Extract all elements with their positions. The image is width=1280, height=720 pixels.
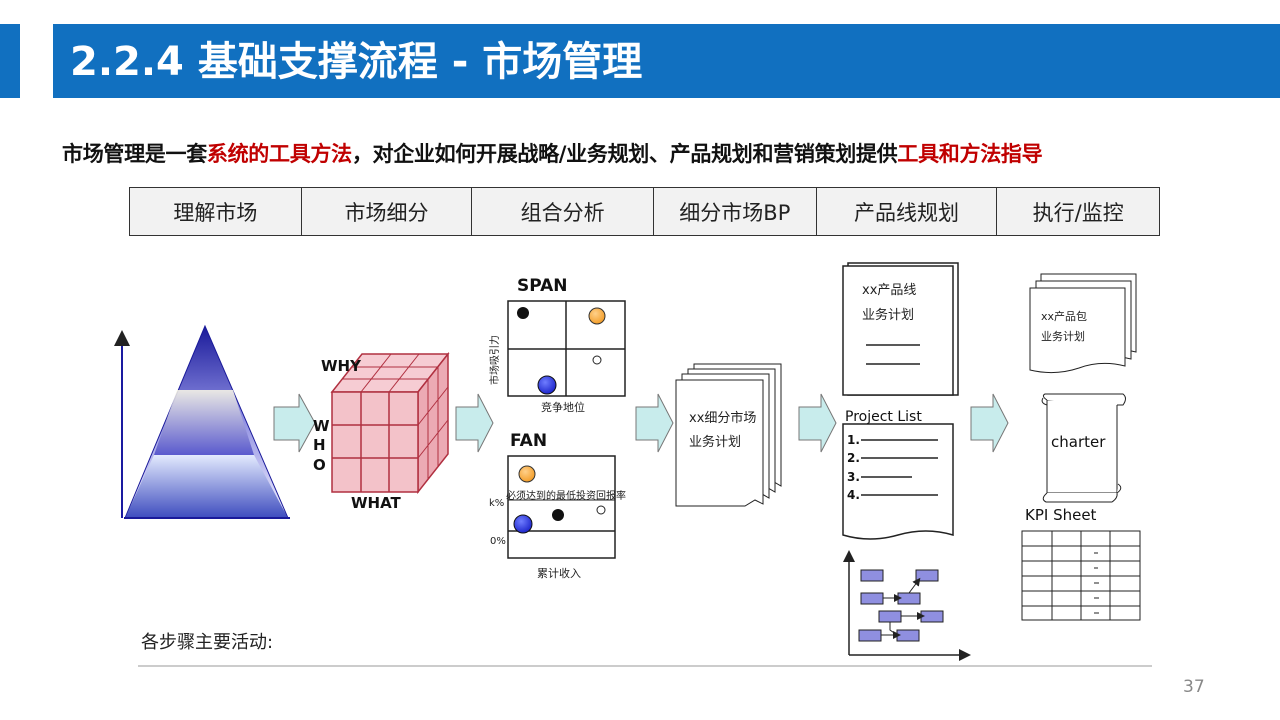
product-line-doc-line1: xx产品线 <box>862 283 916 298</box>
project-list-item-4: 4. <box>847 488 860 502</box>
span-dot-white <box>592 355 602 365</box>
charter-scroll: charter <box>1041 393 1126 503</box>
fan-chart: FAN 必须达到的最低投资回报率 k% 0% 累计收入 <box>489 431 626 580</box>
span-dot-blue <box>537 375 557 395</box>
fan-dot-blue <box>513 514 533 534</box>
fan-annotation: 必须达到的最低投资回报率 <box>506 489 626 502</box>
product-line-doc-line2: 业务计划 <box>862 307 914 323</box>
product-package-docs: xx产品包 业务计划 <box>1029 273 1137 374</box>
subtitle: 市场管理是一套系统的工具方法，对企业如何开展战略/业务规划、产品规划和营销策划提… <box>62 141 1043 167</box>
kpi-sheet: KPI Sheet <box>1021 506 1141 621</box>
title-bar <box>53 24 1280 98</box>
cube-bottom-label: WHAT <box>351 494 402 512</box>
bp-doc-line1: xx细分市场 <box>689 410 756 426</box>
span-chart: SPAN 市场吸引力 竞争地位 <box>488 276 626 414</box>
span-y-label: 市场吸引力 <box>488 335 501 385</box>
subtitle-highlight2: 工具和方法指导 <box>897 142 1043 166</box>
fan-title: FAN <box>510 431 547 451</box>
step-header-row: 理解市场 市场细分 组合分析 细分市场BP 产品线规划 执行/监控 <box>129 187 1160 236</box>
fan-y-zero: 0% <box>490 536 506 547</box>
title-accent <box>0 24 20 98</box>
market-pyramid <box>114 324 290 519</box>
project-list-title: Project List <box>845 409 922 425</box>
fan-dot-white <box>596 505 606 515</box>
span-dot-black <box>517 307 529 319</box>
product-line-doc: xx产品线 业务计划 <box>842 262 959 396</box>
span-title: SPAN <box>517 276 568 296</box>
cube-letter-h: H <box>313 436 326 454</box>
fan-x-label: 累计收入 <box>537 566 581 580</box>
bp-doc-line2: 业务计划 <box>689 434 741 450</box>
gantt-chart <box>843 550 971 661</box>
page-number: 37 <box>1183 677 1205 697</box>
page-title: 2.2.4 基础支撑流程 - 市场管理 <box>70 39 643 85</box>
project-list-doc: Project List 1. 2. 3. 4. <box>842 409 954 540</box>
segmentation-cube: WHY W H O WHAT <box>313 351 450 512</box>
project-list-item-1: 1. <box>847 433 860 447</box>
kpi-label: KPI Sheet <box>1025 506 1097 524</box>
step-segment-bp: 细分市场BP <box>654 188 817 235</box>
cube-top-label: WHY <box>321 357 362 375</box>
cube-letter-o: O <box>313 456 326 474</box>
step-portfolio-analysis: 组合分析 <box>472 188 654 235</box>
project-list-item-2: 2. <box>847 451 860 465</box>
step-market-segmentation: 市场细分 <box>302 188 473 235</box>
subtitle-part2: ，对企业如何开展战略/业务规划、产品规划和营销策划提供 <box>351 142 898 166</box>
flow-arrows <box>273 393 1009 453</box>
project-list-item-3: 3. <box>847 470 860 484</box>
fan-dot-black <box>552 509 564 521</box>
subtitle-part1: 市场管理是一套 <box>62 142 207 166</box>
step-product-line-planning: 产品线规划 <box>817 188 998 235</box>
subtitle-highlight1: 系统的工具方法 <box>206 142 352 166</box>
package-doc-line2: 业务计划 <box>1041 330 1085 343</box>
step-understand-market: 理解市场 <box>130 188 302 235</box>
activities-label: 各步骤主要活动: <box>141 632 273 653</box>
package-doc-line1: xx产品包 <box>1041 309 1087 323</box>
span-dot-orange <box>588 307 606 325</box>
step-execute-monitor: 执行/监控 <box>1032 200 1124 225</box>
segment-bp-docs: xx细分市场 业务计划 <box>675 363 782 507</box>
cube-letter-w: W <box>313 417 330 435</box>
span-x-label: 竞争地位 <box>541 400 585 414</box>
fan-dot-orange <box>518 465 536 483</box>
fan-y-top: k% <box>489 498 504 509</box>
charter-label: charter <box>1051 433 1106 451</box>
